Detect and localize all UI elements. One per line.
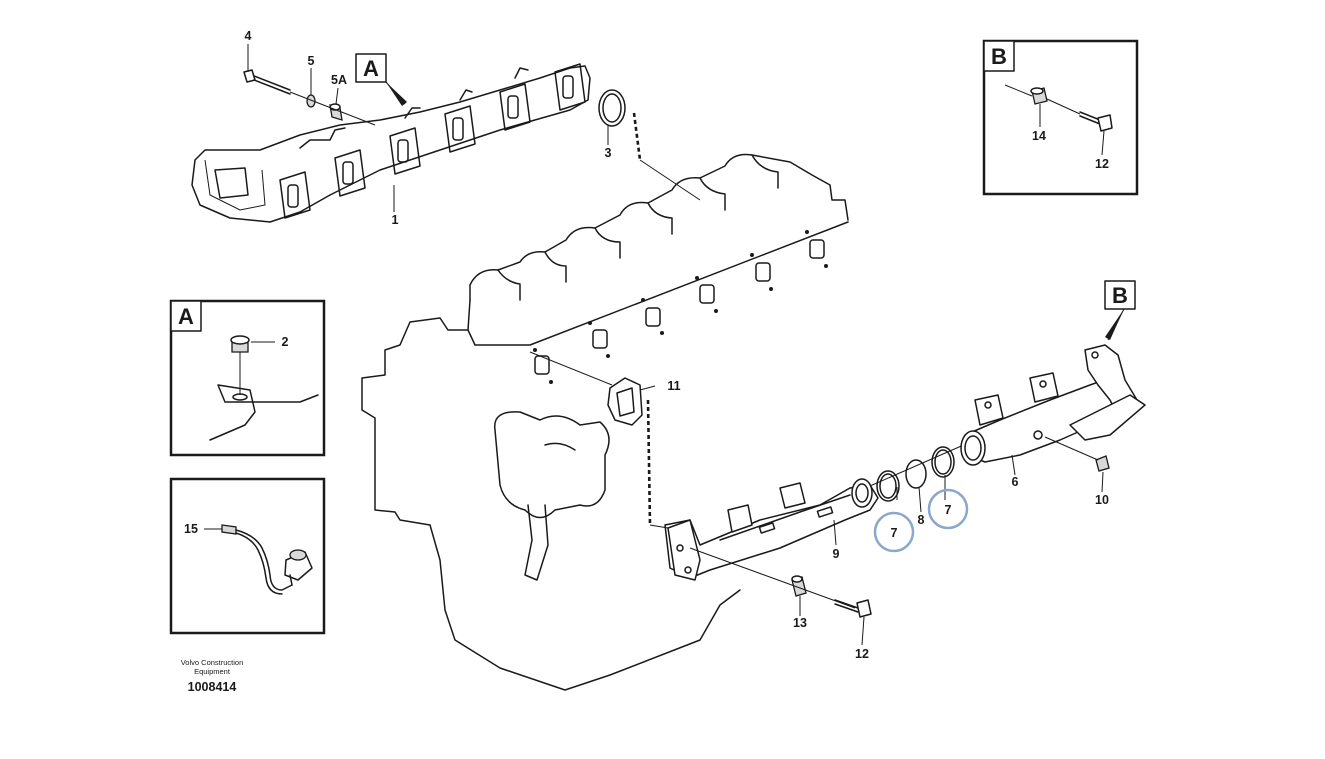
callout-12-box: 12 bbox=[1095, 157, 1109, 171]
plug-item-2 bbox=[230, 335, 250, 353]
alignment-line-lower bbox=[646, 399, 652, 526]
callout-9: 9 bbox=[833, 547, 840, 561]
callout-2: 2 bbox=[282, 335, 289, 349]
head-port-pads bbox=[534, 239, 825, 375]
highlight-circle-7a bbox=[873, 511, 915, 553]
head-bolt-holes bbox=[533, 230, 828, 384]
callout-1: 1 bbox=[392, 213, 399, 227]
callout-14: 14 bbox=[1032, 129, 1046, 143]
view-marker-a-top: A bbox=[355, 53, 407, 106]
detail-box-b: B bbox=[982, 39, 1139, 196]
plug-item-10 bbox=[1044, 436, 1110, 472]
sleeve-item-14 bbox=[1030, 87, 1048, 105]
highlight-circle-7b bbox=[927, 488, 969, 530]
callout-numbers: 4 5 5A 1 3 2 11 15 7 8 7 9 6 10 13 12 14… bbox=[184, 29, 1109, 661]
detail-box-a: A bbox=[169, 299, 326, 457]
callout-3: 3 bbox=[605, 146, 612, 160]
callout-7b: 7 bbox=[945, 503, 952, 517]
svg-text:A: A bbox=[363, 56, 379, 81]
front-exhaust-manifold bbox=[664, 478, 879, 581]
sealing-rings bbox=[876, 446, 955, 502]
highlight-circles bbox=[873, 488, 969, 553]
view-marker-b-right: B bbox=[1104, 280, 1136, 341]
callout-13: 13 bbox=[793, 616, 807, 630]
svg-text:B: B bbox=[991, 44, 1007, 69]
upper-exhaust-manifold bbox=[191, 63, 591, 223]
callout-15: 15 bbox=[184, 522, 198, 536]
rear-exhaust-manifold bbox=[960, 344, 1146, 466]
document-number: 1008414 bbox=[188, 680, 237, 694]
sleeve-item-13 bbox=[791, 575, 807, 597]
svg-text:B: B bbox=[1112, 283, 1128, 308]
detail-box-sensor bbox=[169, 477, 326, 635]
brand-line-2: Equipment bbox=[194, 667, 231, 676]
gasket-item-3 bbox=[598, 89, 626, 127]
callout-7a: 7 bbox=[891, 526, 898, 540]
upper-manifold-ports bbox=[287, 75, 574, 208]
bolt-item-12-bottom bbox=[834, 599, 872, 618]
engine-block-outline bbox=[361, 153, 849, 691]
callout-12-bottom: 12 bbox=[855, 647, 869, 661]
callout-10: 10 bbox=[1095, 493, 1109, 507]
bolt-item-4 bbox=[243, 69, 291, 95]
brand-line-1: Volvo Construction bbox=[181, 658, 244, 667]
callout-leaders bbox=[247, 44, 1104, 646]
callout-5: 5 bbox=[308, 54, 315, 68]
alignment-line-upper bbox=[632, 112, 642, 161]
callout-6: 6 bbox=[1012, 475, 1019, 489]
bolt-item-12-box bbox=[1079, 111, 1113, 132]
upper-manifold-flanges bbox=[279, 63, 586, 219]
sensor-item-15 bbox=[221, 524, 313, 595]
svg-text:A: A bbox=[178, 304, 194, 329]
callout-4: 4 bbox=[245, 29, 252, 43]
callout-5a: 5A bbox=[331, 73, 347, 87]
bracket-item-11 bbox=[607, 377, 643, 426]
callout-8: 8 bbox=[918, 513, 925, 527]
callout-11: 11 bbox=[667, 379, 680, 393]
footer-brand: Volvo Construction Equipment 1008414 bbox=[181, 658, 244, 694]
